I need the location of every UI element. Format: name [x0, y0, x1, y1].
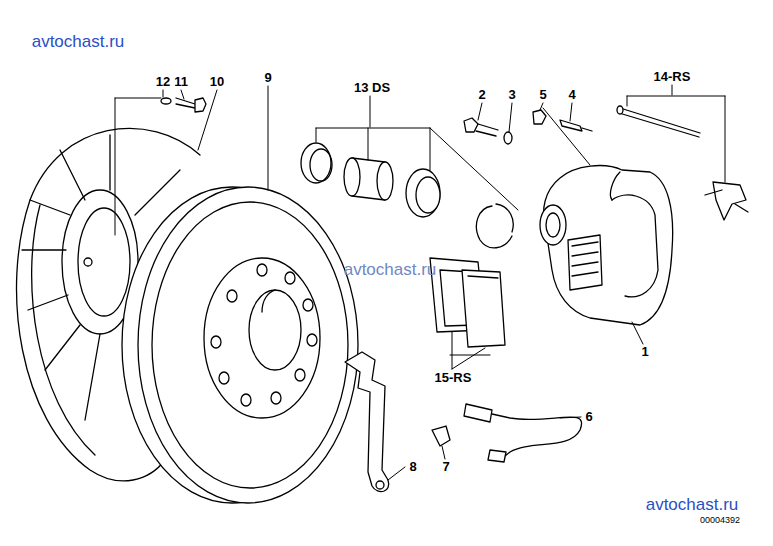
bracket-plate	[345, 352, 389, 492]
brake-caliper	[540, 166, 673, 325]
callout-number: 8	[409, 460, 416, 474]
bolt-and-washer	[161, 98, 206, 112]
pin-and-spring	[617, 106, 748, 220]
brake-pads	[430, 258, 505, 347]
callout-number: 15-RS	[435, 371, 472, 385]
callout-number: 9	[264, 71, 271, 85]
wear-sensor	[432, 404, 582, 462]
callout-number: 14-RS	[654, 70, 691, 84]
callout-number: 1	[641, 345, 648, 359]
callout-number: 6	[585, 410, 592, 424]
callout-number: 11	[174, 75, 188, 89]
fasteners	[464, 110, 592, 144]
callout-number: 7	[442, 460, 449, 474]
leader-lines	[115, 85, 725, 480]
callout-number: 5	[539, 88, 546, 102]
callout-number: 13 DS	[354, 81, 390, 95]
callout-number: 3	[508, 88, 515, 102]
callout-number: 2	[478, 88, 485, 102]
callout-number: 4	[568, 88, 575, 102]
watermark: avtochast.ru	[646, 496, 739, 515]
drawing-number: 00004392	[700, 516, 740, 526]
brake-disc	[122, 187, 358, 503]
callout-number: 12	[156, 75, 170, 89]
repair-kit-parts	[301, 143, 513, 248]
watermark: avtochast.ru	[344, 261, 437, 280]
callout-number: 10	[210, 75, 224, 89]
watermark: avtochast.ru	[32, 33, 125, 52]
